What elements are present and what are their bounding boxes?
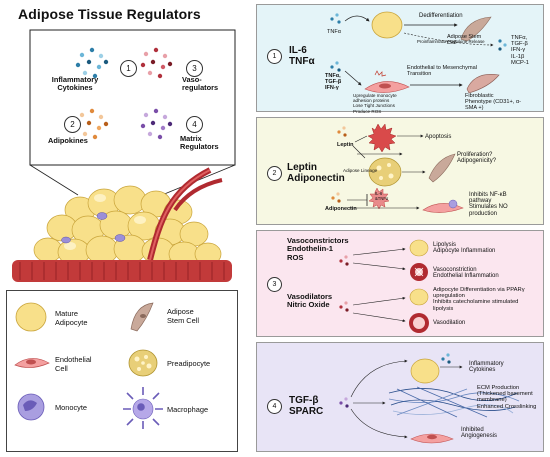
- cell-legend: Mature Adipocyte Adipose Stem Cell Endot…: [6, 290, 238, 452]
- panel3-vasodilation-label: Vasodilation: [433, 320, 466, 326]
- matrix-regulator-dots-icon: [140, 108, 173, 140]
- panel1-fibroblast-icon: [466, 74, 500, 94]
- adipose-tissue-illustration: [12, 29, 236, 282]
- inset-label-matrix-regulators: Matrix Regulators: [180, 134, 219, 152]
- panel2-heading: Leptin Adiponectin: [287, 162, 345, 184]
- panel3-heading-vasodilators: Vasodilators Nitric Oxide: [287, 292, 333, 310]
- inset-number-2: 2: [64, 116, 81, 133]
- panel3-adipocyte2-icon: [409, 288, 429, 306]
- panel3-adipocyte-differentiation-label: Adipocyte Differentiation via PPARγ upre…: [433, 287, 525, 312]
- panel3-lipolysis-label: Lipolysis Adipocyte Inflammation: [433, 242, 496, 255]
- panel-adipokines: 2 Leptin Adiponectin Leptin Apoptosis Ad…: [256, 117, 544, 225]
- legend-monocyte: Monocyte: [55, 403, 88, 412]
- mature-adipocyte-icon: [15, 302, 47, 332]
- legend-endothelial-cell: Endothelial Cell: [55, 355, 92, 373]
- panel2-il6-icon: [368, 187, 390, 210]
- panel-vasoregulators: 3 Vasoconstrictors Endothelin-1 ROS Vaso…: [256, 230, 544, 337]
- panel2-leptin-label: Leptin: [337, 142, 354, 148]
- inset-label-adipokines: Adipokines: [48, 136, 88, 145]
- macrophage-icon: [123, 387, 163, 429]
- panel2-il6-label: IL-6 &TNFα: [375, 191, 389, 201]
- legend-macrophage: Macrophage: [167, 405, 209, 414]
- panel4-inflammatory-label: Inflammatory Cytokines: [469, 361, 504, 374]
- panel-matrix-regulators: 4 TGF-β SPARC Inflammatory Cytokines ECM…: [256, 342, 544, 452]
- panel2-apoptosis-icon: [367, 123, 397, 153]
- cytokine-dots-icon: [75, 47, 109, 79]
- panel1-upregulate-text: Upregulate monocyte adhesion proteins Lo…: [353, 93, 397, 114]
- panel1-proinflammatory-release: Proinflammatory Cytokine Release: [417, 39, 485, 44]
- panel1-tnf-tgf-label: TNFα, TGF-β IFN-γ: [325, 73, 342, 92]
- panel4-ecm-label: ECM Production (Thickened basement membr…: [477, 385, 537, 410]
- panel3-number: 3: [267, 277, 282, 292]
- panel2-lineage-label: Adipose Lineage: [343, 168, 378, 173]
- panel2-number: 2: [267, 166, 282, 181]
- adipocyte-cluster: [33, 185, 222, 267]
- panel-inflammatory-cytokines: 1 IL-6 TNFα TNFα TNFα, TGF-β IFN-γ Dedif…: [256, 4, 544, 114]
- panel3-vasoconstriction-label: Vasoconstriction Endothelial Inflammatio…: [433, 267, 499, 280]
- panel1-dedifferentiation: Dedifferentiation: [419, 13, 463, 19]
- panel4-heading: TGF-β SPARC: [289, 395, 324, 417]
- panel1-tnfa-label: TNFα: [327, 29, 341, 35]
- inset-label-vasoregulators: Vaso- regulators: [182, 75, 219, 93]
- inset-number-1: 1: [120, 60, 137, 77]
- panel4-angiogenesis-label: Inhibited Angiogenesis: [461, 427, 498, 440]
- panel1-heading: IL-6 TNFα: [289, 45, 315, 67]
- panel2-adiponectin-label: Adiponectin: [325, 206, 357, 212]
- panel1-cytokine-list: TNFα, TGF-β IFN-γ IL-1β MCP-1: [511, 35, 530, 66]
- panel1-stem-cell-icon: [460, 16, 492, 42]
- blood-vessel: [12, 260, 232, 282]
- panel1-stem-cell-label: Adipose Stem Cell: [447, 34, 482, 47]
- inset-number-4: 4: [186, 116, 203, 133]
- vasoregulator-dots-icon: [140, 47, 173, 79]
- regulators-inset-box: [29, 29, 236, 166]
- panel1-adipocyte-icon: [371, 11, 403, 39]
- adipokine-dots-icon: [75, 108, 109, 140]
- panel2-proliferation-label: Proliferation? Adipogenicity?: [457, 152, 497, 165]
- panel1-fibroblastic-phenotype: Fibroblastic Phenotype (CD31+, α- SMA +): [465, 93, 521, 112]
- panel1-endothelial-transition: Endothelial to Mesenchymal Transition: [407, 65, 477, 78]
- panel4-number: 4: [267, 399, 282, 414]
- panel4-ecm-fibers-icon: [388, 386, 520, 418]
- legend-adipose-stem-cell: Adipose Stem Cell: [167, 307, 200, 325]
- panel4-adipocyte-icon: [410, 358, 440, 384]
- panel3-adipocyte-icon: [409, 239, 429, 257]
- panel3-heading-vasoconstrictors: Vasoconstrictors Endothelin-1 ROS: [287, 236, 349, 262]
- panel2-apoptosis-label: Apoptosis: [425, 134, 452, 140]
- legend-preadipocyte: Preadipocyte: [167, 359, 211, 368]
- panel2-inhibits-label: Inhibits NF-κB pathway Stimulates NO pro…: [469, 192, 508, 217]
- legend-mature-adipocyte: Mature Adipocyte: [55, 309, 88, 327]
- figure-title: Adipose Tissue Regulators: [18, 6, 201, 22]
- panel2-preadipocyte-icon: [368, 157, 402, 187]
- panel2-stem-cell-icon: [428, 153, 456, 183]
- inset-number-3: 3: [186, 60, 203, 77]
- inset-label-inflammatory-cytokines: Inflammatory Cytokines: [51, 75, 99, 93]
- panel1-number: 1: [267, 49, 282, 64]
